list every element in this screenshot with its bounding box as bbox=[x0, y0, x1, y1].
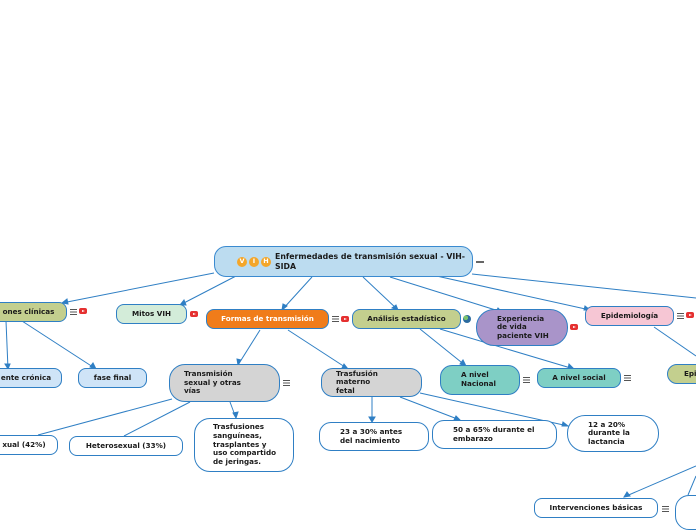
notes-icon[interactable] bbox=[70, 309, 77, 315]
topic-antes-nacimiento[interactable]: 23 a 30% antes del nacimiento bbox=[319, 422, 429, 451]
arrowhead bbox=[281, 303, 288, 312]
topic-trasfusiones[interactable]: Trasfusiones sanguíneas, trasplantes y u… bbox=[194, 418, 294, 472]
link-epi-intervenciones bbox=[623, 465, 696, 498]
link-formas-transmision bbox=[237, 329, 261, 366]
topic-transmision-sexual[interactable]: Transmisión sexual y otras vías bbox=[169, 364, 280, 402]
link-formas-trasfusion bbox=[287, 329, 349, 370]
topic-label: Mitos VIH bbox=[131, 308, 172, 318]
link-root-analisis bbox=[362, 276, 399, 311]
link-manif-cronica bbox=[5, 320, 9, 370]
notes-icon[interactable] bbox=[523, 377, 530, 383]
topic-manifestaciones-clinicas[interactable]: ones clínicas bbox=[0, 302, 67, 322]
link-manif-fase bbox=[21, 320, 97, 370]
topic-label: Trasfusión materno fetal bbox=[336, 368, 378, 395]
youtube-icon[interactable] bbox=[341, 316, 349, 322]
topic-fase-final[interactable]: fase final bbox=[78, 368, 147, 388]
link-root-offscreen bbox=[471, 273, 696, 299]
topic-durante-embarazo[interactable]: 50 a 65% durante el embarazo bbox=[432, 420, 557, 449]
youtube-icon[interactable] bbox=[190, 311, 198, 317]
root-title: Enfermedades de transmisión sexual - VIH… bbox=[275, 252, 466, 271]
topic-heterosexual[interactable]: Heterosexual (33%) bbox=[69, 436, 183, 456]
topic-label: Formas de transmisión bbox=[221, 313, 314, 323]
topic-label: Trasfusiones sanguíneas, trasplantes y u… bbox=[213, 422, 277, 466]
topic-label: xual (42%) bbox=[2, 439, 46, 449]
topic-label: Epi bbox=[684, 368, 696, 378]
youtube-icon[interactable] bbox=[686, 312, 694, 318]
root-topic[interactable]: V I H Enfermedades de transmisión sexual… bbox=[214, 246, 473, 277]
link-root-epidemiologia bbox=[431, 274, 591, 311]
topic-label: Epidemiología bbox=[600, 310, 659, 320]
notes-icon[interactable] bbox=[624, 375, 631, 381]
topic-label: A nivel social bbox=[552, 372, 606, 382]
topic-label: A nivel Nacional bbox=[461, 370, 496, 388]
letter-v: V bbox=[237, 256, 247, 267]
topic-a-nivel-nacional[interactable]: A nivel Nacional bbox=[440, 365, 520, 395]
topic-homosexual[interactable]: xual (42%) bbox=[0, 435, 58, 455]
topic-durante-lactancia[interactable]: 12 a 20% durante la lactancia bbox=[567, 415, 659, 452]
link-epi-offscreen bbox=[687, 475, 696, 496]
notes-icon[interactable] bbox=[283, 380, 290, 386]
link-root-manifestaciones bbox=[61, 272, 215, 304]
topic-formas-transmision[interactable]: Formas de transmisión bbox=[206, 309, 329, 329]
topic-label: Transmisión sexual y otras vías bbox=[184, 369, 241, 396]
notes-icon[interactable] bbox=[332, 316, 339, 322]
topic-experiencia-de-vida[interactable]: Experiencia de vida paciente VIH bbox=[476, 309, 568, 346]
topic-paciente-cronica[interactable]: ente crónica bbox=[0, 368, 62, 388]
link-root-formas bbox=[281, 276, 313, 311]
topic-intervenciones-basicas[interactable]: Intervenciones básicas bbox=[534, 498, 658, 518]
topic-trasfusion-materno-fetal[interactable]: Trasfusión materno fetal bbox=[321, 368, 422, 397]
topic-epidemiologia[interactable]: Epidemiología bbox=[585, 306, 674, 326]
youtube-icon[interactable] bbox=[570, 324, 578, 330]
topic-offscreen-box[interactable] bbox=[675, 495, 696, 530]
topic-label: Análisis estadístico bbox=[367, 313, 446, 323]
topic-epi[interactable]: Epi bbox=[667, 364, 696, 384]
topic-label: Experiencia de vida paciente VIH bbox=[497, 313, 549, 340]
link-analisis-nacional bbox=[419, 328, 467, 367]
link-root-experiencia bbox=[389, 276, 503, 313]
topic-label: ones clínicas bbox=[2, 306, 55, 316]
dash-icon[interactable] bbox=[476, 261, 484, 263]
topic-label: Heterosexual (33%) bbox=[85, 440, 167, 450]
notes-icon[interactable] bbox=[677, 313, 684, 319]
globe-icon[interactable] bbox=[463, 315, 471, 323]
arrowhead bbox=[4, 363, 11, 371]
arrowhead bbox=[236, 358, 242, 367]
arrowhead bbox=[561, 421, 570, 427]
topic-label: 50 a 65% durante el embarazo bbox=[453, 424, 535, 443]
link-epi-epi bbox=[653, 326, 696, 357]
link-analisis-social bbox=[439, 328, 575, 370]
topic-mitos-vih[interactable]: Mitos VIH bbox=[116, 304, 187, 324]
topic-analisis-estadistico[interactable]: Análisis estadístico bbox=[352, 309, 461, 329]
letter-h: H bbox=[261, 256, 271, 267]
link-transm-homo bbox=[37, 398, 173, 436]
topic-a-nivel-social[interactable]: A nivel social bbox=[537, 368, 621, 388]
link-transm-hetero bbox=[123, 401, 191, 437]
arrowhead bbox=[368, 416, 376, 423]
topic-label: fase final bbox=[93, 372, 132, 382]
vih-letters: V I H bbox=[237, 256, 271, 267]
topic-label: ente crónica bbox=[0, 372, 52, 382]
notes-icon[interactable] bbox=[662, 506, 669, 512]
arrowhead bbox=[623, 491, 631, 498]
topic-label: 12 a 20% durante la lactancia bbox=[588, 419, 630, 446]
arrowhead bbox=[232, 411, 239, 420]
link-materno-embarazo bbox=[399, 396, 461, 421]
youtube-icon[interactable] bbox=[79, 308, 87, 314]
topic-label: 23 a 30% antes del nacimiento bbox=[340, 426, 403, 445]
topic-label: Intervenciones básicas bbox=[549, 502, 643, 512]
letter-i: I bbox=[249, 256, 259, 267]
link-root-mitos bbox=[179, 275, 237, 306]
